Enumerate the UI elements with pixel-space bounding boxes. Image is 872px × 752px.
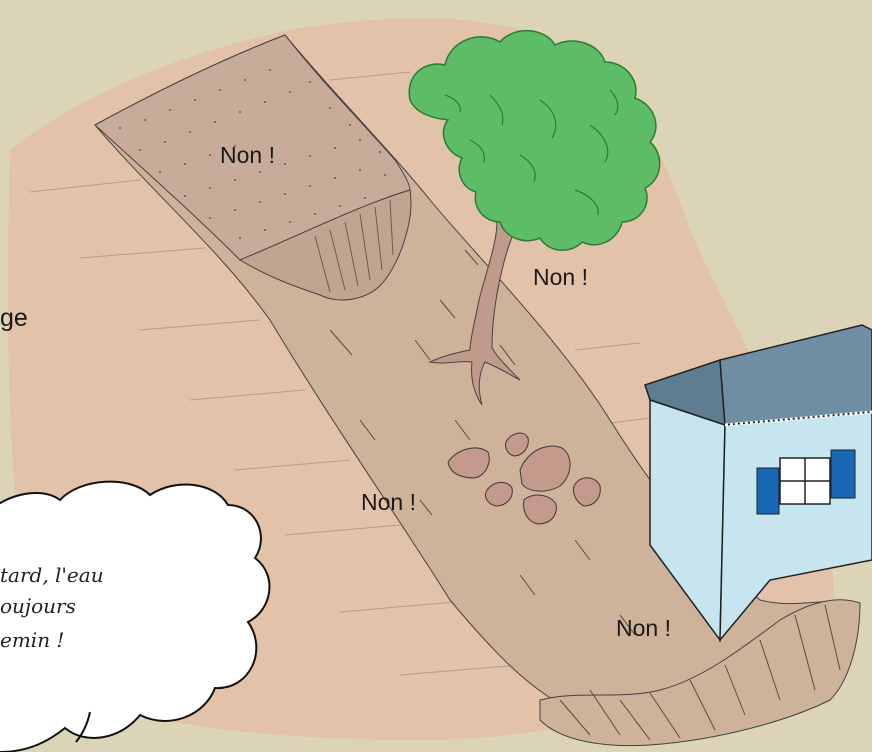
side-text-fragment: ge (0, 304, 28, 332)
label-non-rocks: Non ! (361, 489, 416, 515)
rocks-icon (447, 432, 601, 525)
label-non-field: Non ! (220, 142, 275, 168)
house-shutter-left (756, 467, 780, 515)
house-shutter-right (830, 449, 856, 499)
house-icon (644, 324, 872, 643)
speech-bubble-icon (0, 480, 271, 752)
house-roof (719, 324, 872, 426)
bottom-gully (539, 599, 861, 747)
ploughed-field (94, 34, 411, 261)
speech-line-2: oujours (0, 594, 76, 618)
gully-hatching (559, 604, 841, 741)
path-dashes (329, 249, 636, 636)
eroded-field-edge (238, 189, 412, 301)
speech-line-1: tard, l'eau (0, 563, 104, 587)
tree-icon (408, 29, 661, 406)
foliage-veins (444, 89, 619, 216)
label-non-house: Non ! (616, 615, 671, 641)
erosion-hatching (314, 199, 394, 293)
tree-foliage (408, 29, 661, 251)
speech-line-3: emin ! (0, 628, 64, 652)
label-non-tree: Non ! (533, 264, 588, 290)
field-dots (119, 69, 386, 239)
